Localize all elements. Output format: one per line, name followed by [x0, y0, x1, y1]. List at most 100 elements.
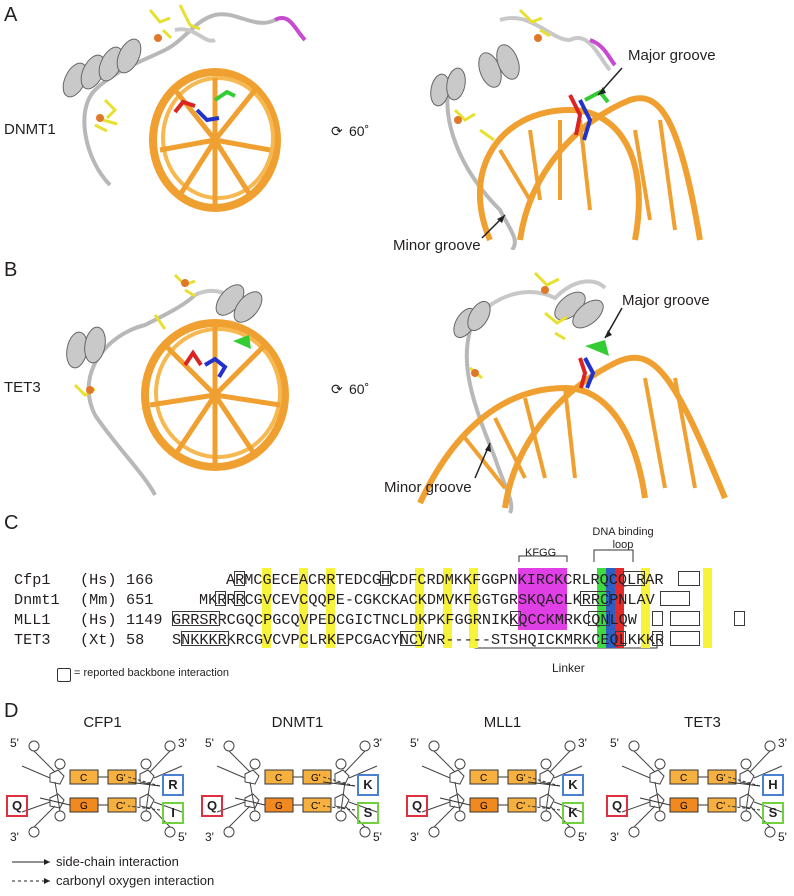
panel-a-minor-groove-label: Minor groove [393, 237, 481, 254]
end-tr: 3' [778, 736, 787, 750]
base-gp: G' [116, 773, 126, 784]
base-cp: C' [311, 801, 320, 812]
dna-binding-loop-line1: DNA binding [592, 526, 654, 538]
end-tl: 5' [410, 736, 419, 750]
panel-b-rotation-label: 60˚ [349, 381, 370, 397]
dna-schematic: C G' G C' [21, 740, 183, 838]
base-c: C [680, 773, 687, 784]
base-gp: G' [716, 773, 726, 784]
complex-title: CFP1 [83, 714, 122, 731]
end-br: 5' [178, 830, 187, 844]
panel-a-dnmt1-front-structure [62, 4, 307, 212]
end-br: 5' [578, 830, 587, 844]
legend-carbonyl: carbonyl oxygen interaction [56, 873, 215, 888]
residue-bottom-box: S [762, 802, 784, 824]
dna-schematic: C G' G C' [421, 740, 583, 838]
end-bl: 3' [205, 830, 214, 844]
dna-schematic: C G' G C' [621, 740, 783, 838]
end-bl: 3' [610, 830, 619, 844]
seq-row-tet3-species: (Xt) [80, 631, 117, 649]
panel-d-letter: D [4, 700, 19, 722]
panel-a-protein-label: DNMT1 [4, 121, 56, 138]
panel-a-rotate-icon: ⟳ [331, 123, 343, 139]
seq-row-mll1-species: (Hs) [80, 611, 117, 629]
panel-b-rotate-icon: ⟳ [331, 381, 343, 397]
base-g: G [80, 801, 88, 812]
seq-row-dnmt1-start: 651 [126, 591, 154, 609]
base-g: G [275, 801, 283, 812]
end-br: 5' [778, 830, 787, 844]
base-c: C [275, 773, 282, 784]
end-tr: 3' [578, 736, 587, 750]
base-gp: G' [311, 773, 321, 784]
panel-b-minor-groove-label: Minor groove [384, 479, 472, 496]
residue-q-box: Q [201, 795, 223, 817]
end-bl: 3' [10, 830, 19, 844]
dna-binding-loop-line2: loop [612, 539, 634, 551]
legend-box-icon [57, 668, 71, 682]
residue-top-box: H [762, 774, 784, 796]
alignment-highlights [0, 568, 794, 648]
seq-row-tet3-seq: SNKKKRKRCGVCVPCLRKEPCGACYNCVNR-----STSHQ… [172, 631, 665, 649]
residue-bottom-box: I [162, 802, 184, 824]
complex-dnmt1: DNMT1 [201, 706, 390, 846]
end-bl: 3' [410, 830, 419, 844]
legend-side-chain: side-chain interaction [56, 854, 179, 869]
panel-a-letter: A [4, 4, 18, 26]
residue-bottom-box: S [357, 802, 379, 824]
panel-a-dnmt1-side-structure [430, 8, 703, 250]
seq-row-mll1-start: 1149 [126, 611, 163, 629]
residue-top-box: K [357, 774, 379, 796]
dna-schematic: C G' G C' [216, 740, 378, 838]
complex-title: DNMT1 [271, 714, 324, 731]
base-c: C [480, 773, 487, 784]
seq-row-dnmt1-name: Dnmt1 [14, 591, 60, 609]
panel-a-major-groove-label: Major groove [628, 47, 716, 64]
base-g: G [680, 801, 688, 812]
complex-cfp1: CFP1 [6, 706, 195, 846]
complex-tet3: TET3 [606, 706, 794, 846]
residue-q-box: Q [406, 795, 428, 817]
residue-top-box: R [162, 774, 184, 796]
panel-a-rotation-label: 60˚ [349, 123, 370, 139]
seq-row-cfp1-name: Cfp1 [14, 571, 51, 589]
linker-label: Linker [552, 661, 585, 675]
complex-mll1: MLL1 [406, 706, 595, 846]
seq-row-dnmt1-species: (Mm) [80, 591, 117, 609]
seq-row-cfp1-species: (Hs) [80, 571, 117, 589]
base-cp: C' [116, 801, 125, 812]
panel-c-letter: C [4, 512, 19, 534]
end-tr: 3' [178, 736, 187, 750]
end-br: 5' [373, 830, 382, 844]
seq-row-tet3-start: 58 [126, 631, 145, 649]
end-tl: 5' [205, 736, 214, 750]
seq-row-cfp1-start: 166 [126, 571, 154, 589]
legend-arrows [12, 859, 50, 884]
base-g: G [480, 801, 488, 812]
base-cp: C' [516, 801, 525, 812]
residue-bottom-box: K [562, 802, 584, 824]
seq-row-cfp1-seq: ARMCGECEACRRTEDCGHCDFCRDMKKFGGPNKIRCKCRL… [226, 571, 664, 589]
legend-backbone-text: = reported backbone interaction [74, 667, 230, 679]
panel-b-protein-label: TET3 [4, 379, 41, 396]
end-tr: 3' [373, 736, 382, 750]
end-tl: 5' [10, 736, 19, 750]
end-tl: 5' [610, 736, 619, 750]
base-cp: C' [716, 801, 725, 812]
panel-b-letter: B [4, 259, 18, 281]
seq-row-mll1-seq: GRRSRRCGQCPGCQVPEDCGICTNCLDKPKFGGRNIKKQC… [172, 611, 637, 629]
seq-row-mll1-name: MLL1 [14, 611, 51, 629]
panel-b-tet3-side-structure [417, 271, 728, 514]
base-c: C [80, 773, 87, 784]
panel-b-major-groove-label: Major groove [622, 292, 710, 309]
seq-row-dnmt1-seq: MKRRRCGVCEVCQQPE-CGKCKACKDMVKFGGTGRSKQAC… [199, 591, 655, 609]
seq-row-tet3-name: TET3 [14, 631, 51, 649]
residue-q-box: Q [606, 795, 628, 817]
residue-top-box: K [562, 774, 584, 796]
panel-b-tet3-front-structure [66, 273, 289, 496]
complex-title: TET3 [684, 714, 721, 731]
base-gp: G' [516, 773, 526, 784]
dna-binding-loop-label: DNA binding loop [583, 526, 663, 552]
complex-title: MLL1 [483, 714, 522, 731]
residue-q-box: Q [6, 795, 28, 817]
